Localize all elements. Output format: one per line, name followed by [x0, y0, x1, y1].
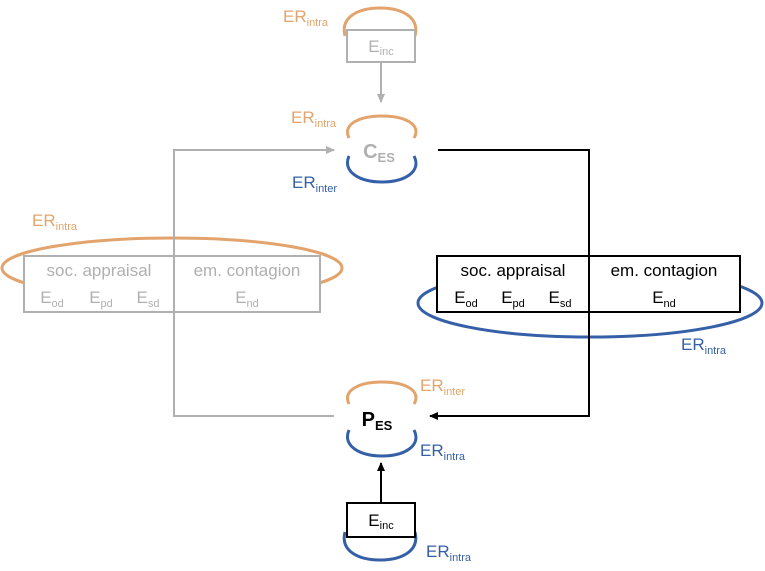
grey-upper-connector [173, 146, 335, 256]
bottom-input-label: Einc [368, 511, 394, 532]
target-inter-label: ERinter [420, 376, 465, 398]
bottom-intra-label: ERintra [426, 542, 472, 564]
left-empathy-box [23, 255, 321, 313]
left-intra-base: ER [32, 211, 56, 230]
left-item-sd-base: E [137, 288, 148, 307]
right-item-od-base: E [454, 288, 465, 307]
right-item-sd: Esd [549, 288, 572, 310]
bottom-input-base: E [368, 511, 379, 530]
target-intra-base: ER [420, 441, 444, 460]
left-item-od-base: E [40, 288, 51, 307]
left-item-pd-sub: pd [101, 298, 113, 310]
grey-lower-connector [173, 312, 334, 417]
left-intra-label: ERintra [32, 211, 78, 233]
left-contagion-header: em. contagion [194, 261, 301, 280]
center-intra-label: ERintra [291, 108, 337, 130]
left-appraisal-header: soc. appraisal [47, 261, 152, 280]
left-item-nd: End [235, 288, 259, 310]
center-base: C [363, 141, 377, 163]
bottom-intra-loop [342, 531, 418, 562]
bottom-input-sub: inc [380, 520, 395, 532]
target-inter-sub: inter [444, 386, 466, 398]
right-item-nd-sub: nd [664, 298, 676, 310]
bottom-intra-base: ER [426, 542, 450, 561]
target-inter-base: ER [420, 376, 444, 395]
right-item-sd-base: E [549, 288, 560, 307]
target-intra-label: ERintra [420, 441, 466, 463]
left-item-od-sub: od [52, 298, 64, 310]
right-item-od: Eod [454, 288, 478, 310]
top-intra-base: ER [283, 7, 307, 26]
right-item-pd-base: E [501, 288, 512, 307]
top-input-base: E [368, 37, 379, 56]
right-intra-base: ER [681, 335, 705, 354]
target-intra-loop [346, 429, 418, 458]
center-intra-loop [346, 114, 418, 139]
target-label: PES [362, 409, 393, 433]
left-item-sd: Esd [137, 288, 160, 310]
center-intra-sub: intra [315, 118, 337, 130]
center-intra-base: ER [291, 108, 315, 127]
center-sub: ES [378, 150, 396, 165]
right-item-od-sub: od [466, 298, 478, 310]
left-item-pd-base: E [89, 288, 100, 307]
right-item-nd-base: E [652, 288, 663, 307]
center-inter-base: ER [292, 173, 316, 192]
top-input-sub: inc [380, 46, 395, 58]
right-intra-sub: intra [705, 345, 727, 357]
bottom-intra-sub: intra [450, 552, 472, 564]
right-item-pd-sub: pd [513, 298, 525, 310]
left-item-od: Eod [40, 288, 64, 310]
right-item-nd: End [652, 288, 676, 310]
center-label: CES [363, 141, 395, 165]
bottom-input-box [346, 502, 416, 538]
right-item-sd-sub: sd [560, 298, 572, 310]
black-lower-connector [429, 312, 590, 420]
black-upper-connector [438, 149, 590, 256]
right-contagion-header: em. contagion [611, 261, 718, 280]
center-inter-label: ERinter [292, 173, 337, 195]
left-item-sd-sub: sd [148, 298, 160, 310]
target-base: P [362, 409, 375, 431]
top-input-label: Einc [368, 37, 394, 58]
left-item-nd-sub: nd [247, 298, 259, 310]
target-sub: ES [375, 418, 393, 433]
right-appraisal-header: soc. appraisal [461, 261, 566, 280]
right-intra-label: ERintra [681, 335, 727, 357]
top-intra-loop [342, 6, 418, 37]
target-intra-sub: intra [444, 451, 466, 463]
top-intra-sub: intra [307, 17, 329, 29]
center-inter-loop [346, 155, 418, 184]
left-item-nd-base: E [235, 288, 246, 307]
top-intra-label: ERintra [283, 7, 329, 29]
target-inter-loop [346, 380, 418, 405]
left-item-pd: Epd [89, 288, 113, 310]
left-intra-sub: intra [56, 221, 78, 233]
center-inter-sub: inter [316, 183, 338, 195]
right-item-pd: Epd [501, 288, 525, 310]
